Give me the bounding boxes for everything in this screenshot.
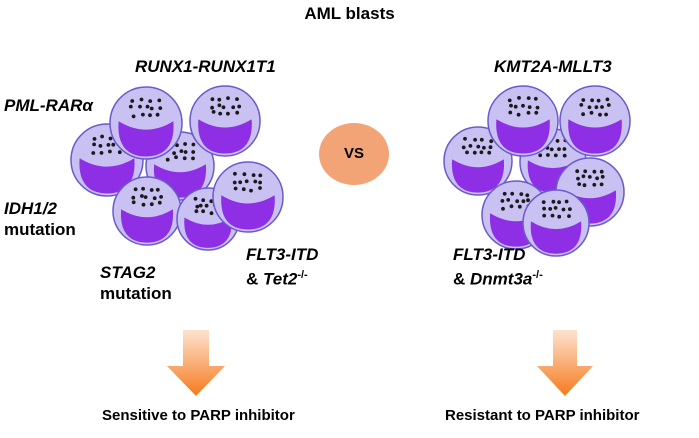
left-cell-3: [109, 86, 183, 160]
right-cell-3: [487, 85, 559, 157]
label-stag2-gene: STAG2: [100, 263, 156, 282]
label-dnmt3a-line: & Dnmt3a-/-: [453, 265, 543, 290]
label-flt3-tet2: FLT3-ITD & Tet2-/-: [246, 244, 318, 290]
right-cell-4: [559, 85, 631, 157]
label-flt3-left: FLT3-ITD: [246, 245, 319, 264]
label-amp-right: &: [453, 269, 470, 289]
diagram-title: AML blasts: [304, 4, 395, 23]
right-cell-cluster: [443, 85, 631, 257]
right-cell-7: [522, 189, 590, 257]
label-dnmt3a-gene: Dnmt3a: [470, 269, 533, 289]
left-outcome-arrow: [167, 330, 225, 396]
vs-circle: [319, 123, 389, 185]
right-outcome-arrow: [537, 330, 593, 396]
right-cell-1: [443, 126, 513, 196]
label-flt3-dnmt3a: FLT3-ITD & Dnmt3a-/-: [453, 244, 543, 290]
left-cell-5: [112, 176, 182, 246]
left-cell-4: [189, 85, 261, 157]
left-cell-cluster: [70, 85, 284, 251]
label-amp-left: &: [246, 269, 263, 289]
vs-label: VS: [343, 145, 364, 162]
left-outcome-label: Sensitive to PARP inhibitor: [102, 407, 295, 424]
label-dnmt3a-sup: -/-: [532, 269, 543, 281]
label-idh-word: mutation: [4, 220, 76, 239]
label-pml-rara: PML-RARα: [4, 96, 93, 115]
label-tet2-line: & Tet2-/-: [246, 265, 318, 290]
label-stag2-mutation: STAG2 mutation: [100, 262, 172, 304]
label-stag2-word: mutation: [100, 284, 172, 303]
left-cell-7: [212, 161, 284, 233]
label-flt3-right: FLT3-ITD: [453, 245, 526, 264]
label-tet2-sup: -/-: [297, 269, 308, 281]
right-outcome-label: Resistant to PARP inhibitor: [445, 407, 640, 424]
label-tet2-gene: Tet2: [263, 269, 298, 289]
label-idh-gene: IDH1/2: [4, 199, 57, 218]
label-runx1-runx1t1: RUNX1-RUNX1T1: [135, 57, 276, 76]
label-idh-mutation: IDH1/2 mutation: [4, 198, 76, 240]
label-kmt2a-mllt3: KMT2A-MLLT3: [494, 57, 612, 76]
